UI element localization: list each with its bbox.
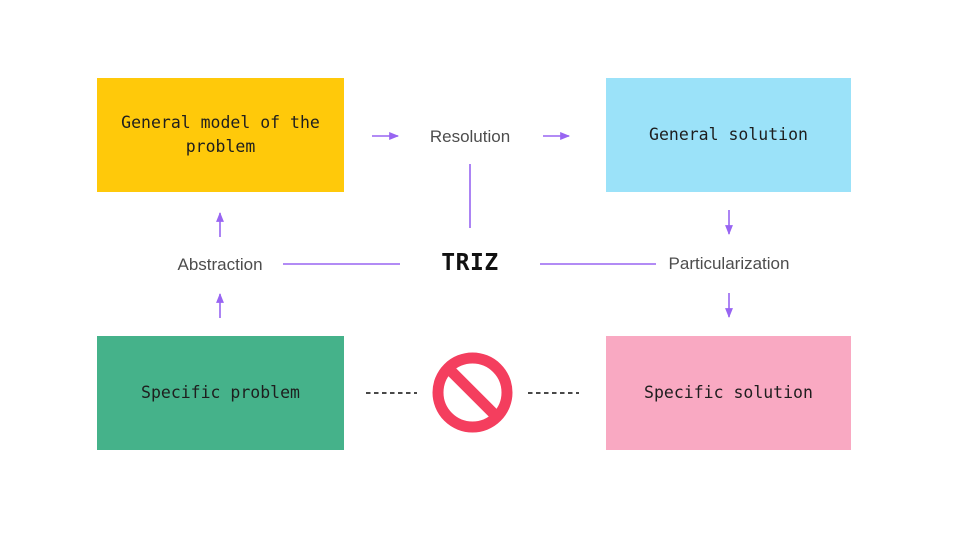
no-entry-slash bbox=[444, 364, 501, 421]
box-general-model: General model of the problem bbox=[97, 78, 344, 192]
no-entry-icon bbox=[432, 352, 513, 433]
no-entry-ring bbox=[432, 352, 513, 433]
box-general-model-label: General model of the problem bbox=[121, 113, 320, 156]
box-specific-solution-label: Specific solution bbox=[644, 383, 813, 403]
box-general-solution: General solution bbox=[606, 78, 851, 192]
box-specific-problem-label: Specific problem bbox=[141, 383, 300, 403]
particularization-label: Particularization bbox=[668, 254, 790, 273]
box-specific-problem: Specific problem bbox=[97, 336, 344, 450]
box-general-solution-label: General solution bbox=[649, 125, 808, 145]
abstraction-label: Abstraction bbox=[177, 255, 263, 274]
box-specific-solution: Specific solution bbox=[606, 336, 851, 450]
triz-center-title: TRIZ bbox=[441, 250, 499, 276]
resolution-label: Resolution bbox=[429, 127, 511, 146]
